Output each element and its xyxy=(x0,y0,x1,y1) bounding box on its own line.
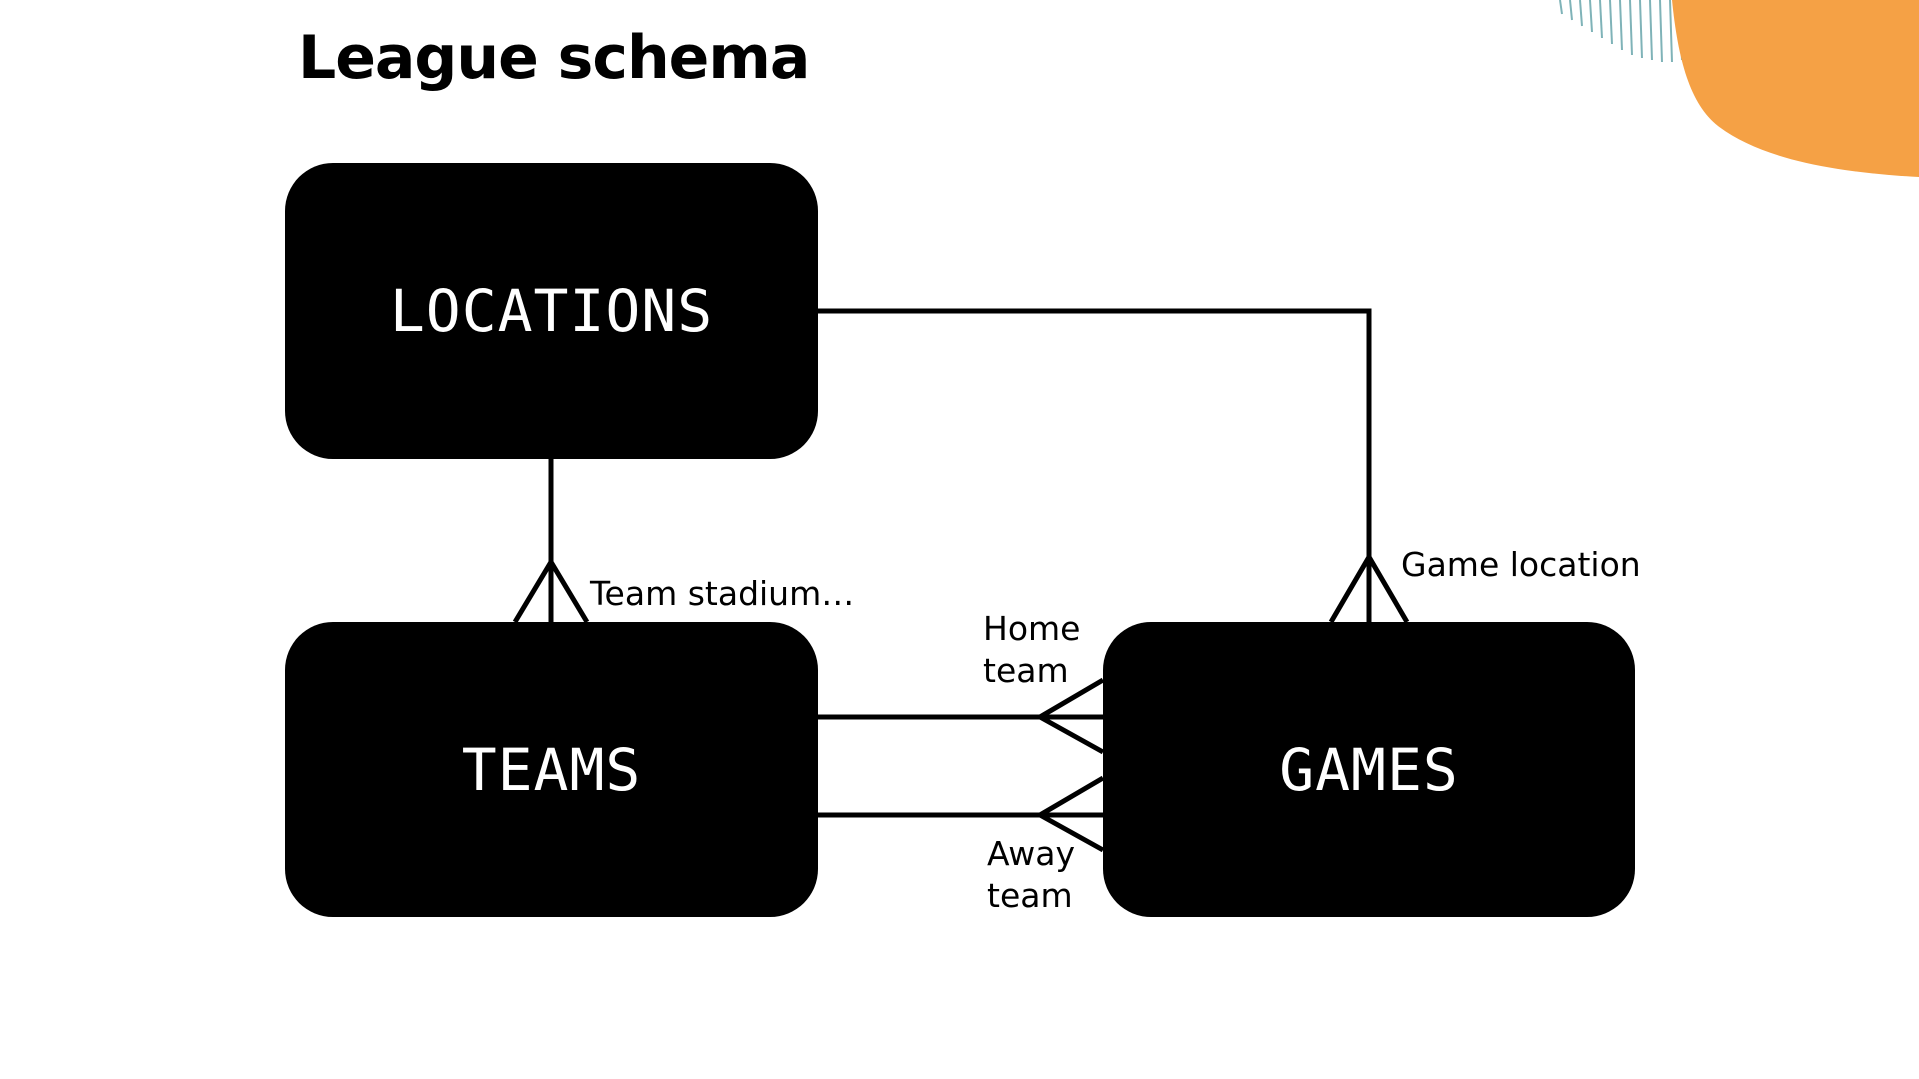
game-location-connector xyxy=(818,308,1410,624)
home-team-connector xyxy=(818,677,1105,755)
home-team-label-line-2: team xyxy=(983,651,1069,690)
home-team-label-line-1: Home xyxy=(983,609,1081,648)
entity-box-locations[interactable]: LOCATIONS xyxy=(285,163,818,459)
entity-box-teams[interactable]: TEAMS xyxy=(285,622,818,917)
game-location-label: Game location xyxy=(1401,545,1641,584)
away-team-label-line-2: team xyxy=(987,876,1073,915)
slide-title: League schema xyxy=(298,23,810,93)
away-team-label-line-1: Away xyxy=(987,834,1075,873)
home-team-label: Home team xyxy=(983,608,1080,692)
away-team-connector xyxy=(818,775,1105,853)
team-stadium-label: Team stadium… xyxy=(590,574,855,613)
decorative-orange-swoosh xyxy=(1672,0,1919,177)
entity-label-games: GAMES xyxy=(1279,735,1459,804)
away-team-label: Away team xyxy=(987,833,1075,917)
entity-label-locations: LOCATIONS xyxy=(389,277,714,345)
team-stadium-connector xyxy=(512,459,590,624)
entity-label-teams: TEAMS xyxy=(461,735,642,804)
entity-box-games[interactable]: GAMES xyxy=(1103,622,1635,917)
